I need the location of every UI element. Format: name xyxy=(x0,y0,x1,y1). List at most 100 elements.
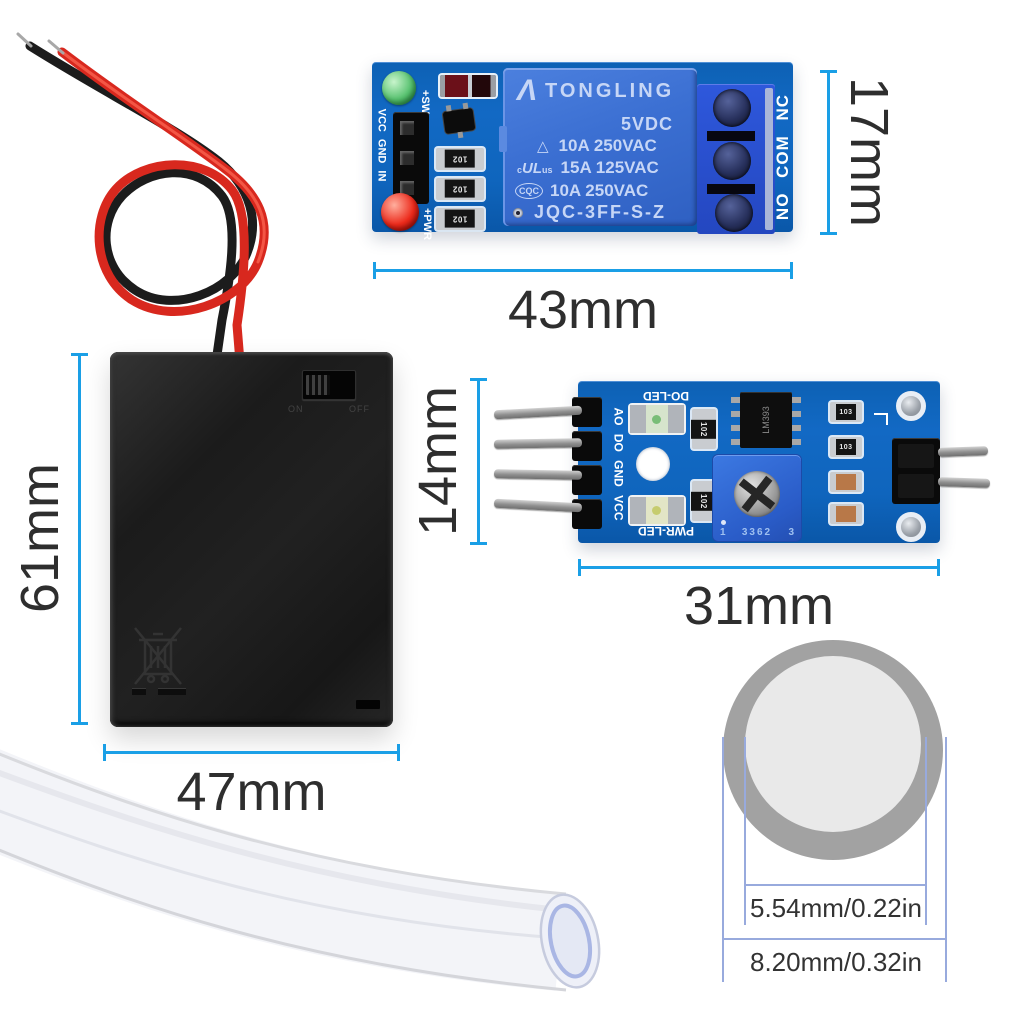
do-led xyxy=(630,405,684,433)
smd-resistor: 102 xyxy=(436,148,484,170)
red-wire xyxy=(57,47,269,367)
outer-diameter-extension-right xyxy=(945,737,947,982)
black-wire xyxy=(25,41,257,367)
sensor-width-dimension-line xyxy=(578,559,940,576)
terminal-screw[interactable] xyxy=(715,194,753,232)
case-slot xyxy=(356,700,380,709)
switch-on-label: ON xyxy=(288,404,304,414)
black-wire-tip xyxy=(16,32,33,48)
holder-width-label: 47mm xyxy=(176,762,327,822)
relay-model: JQC-3FF-S-Z xyxy=(534,202,666,222)
relay-rating-2: 15A 125VAC xyxy=(560,158,659,177)
smd-resistor: 102 xyxy=(436,208,484,230)
molded-mark xyxy=(158,688,186,695)
comparator-ic: LM393 xyxy=(731,392,801,448)
power-switch[interactable] xyxy=(302,370,356,400)
relay-pilot-hole xyxy=(513,208,523,218)
terminal-screw[interactable] xyxy=(713,89,751,127)
mounting-hole xyxy=(896,391,926,421)
status-led-green xyxy=(382,71,416,105)
relay-height-label: 17mm xyxy=(839,76,899,228)
switch-off-label: OFF xyxy=(349,404,370,414)
sensor-disc-inner xyxy=(745,656,921,832)
molded-mark xyxy=(132,688,146,695)
red-wire-tip xyxy=(47,39,65,55)
pot-pin1-label: 1 xyxy=(720,527,726,538)
input-pin-header xyxy=(393,112,429,204)
relay-width-label: 43mm xyxy=(507,280,659,340)
relay-rating3-row: CQC 10A 250VAC xyxy=(515,181,648,201)
power-led-red xyxy=(381,193,419,231)
tongling-logo-icon: Λ xyxy=(517,74,538,107)
outer-diameter-line xyxy=(722,938,947,940)
relay-pin-labels: VCC GND IN xyxy=(375,108,387,182)
pcb-hole xyxy=(636,447,670,481)
relay-rating1-row: △ 10A 250VAC xyxy=(537,136,657,156)
triangle-cert-icon: △ xyxy=(537,138,549,155)
relay-voltage-row: 5VDC xyxy=(621,114,673,135)
weee-crossed-bin-icon xyxy=(134,627,182,685)
relay-height-dimension-line xyxy=(820,70,837,235)
relay-brand-row: Λ TONGLING xyxy=(517,76,674,106)
pot-model-label: 3362 xyxy=(741,527,773,538)
silk-corner-mark xyxy=(874,413,888,425)
relay-voltage: 5VDC xyxy=(620,114,673,134)
screw-terminal-block xyxy=(697,84,775,234)
probe-pin-header xyxy=(892,438,940,504)
holder-height-label: 61mm xyxy=(10,462,70,614)
potentiometer-screw[interactable] xyxy=(734,471,780,517)
inner-diameter-line xyxy=(744,884,927,886)
smd-resistor: 103 xyxy=(830,402,862,422)
inner-diameter-extension-right xyxy=(925,737,927,925)
switch-labels: ON OFF xyxy=(288,404,370,414)
pwr-led xyxy=(630,497,684,524)
relay-side-notch xyxy=(499,126,507,152)
terminal-divider xyxy=(707,131,755,141)
tube-open-end xyxy=(539,893,601,989)
cqc-cert-icon: CQC xyxy=(515,183,543,199)
battery-holder: ON OFF xyxy=(110,352,393,727)
mounting-hole xyxy=(896,512,926,542)
smd-resistor: 102 xyxy=(436,178,484,200)
terminal-divider xyxy=(707,184,755,194)
ic-label: LM393 xyxy=(761,406,771,434)
smd-resistor: 102 xyxy=(691,409,717,449)
pot-pin3-label: 3 xyxy=(788,527,794,538)
pot-index-dot xyxy=(721,520,726,525)
sensor-width-label: 31mm xyxy=(683,576,835,636)
red-wire-highlight xyxy=(60,50,266,264)
sensor-module-pcb: DO-LED AO DO GND VCC PWR-LED 102 102 xyxy=(572,381,940,543)
diode xyxy=(440,75,496,97)
smd-capacitor xyxy=(830,472,862,492)
sensor-pin-labels: AO DO GND VCC xyxy=(611,407,626,521)
terminal-screw[interactable] xyxy=(713,142,751,180)
sensor-height-dimension-line xyxy=(470,378,487,545)
relay-model-row: JQC-3FF-S-Z xyxy=(503,202,697,223)
outer-diameter-extension-left xyxy=(722,737,724,982)
do-led-label: DO-LED xyxy=(643,389,689,403)
smd-capacitor xyxy=(830,504,862,524)
relay-component: Λ TONGLING 5VDC △ 10A 250VAC c UL us 15A… xyxy=(499,68,697,226)
tube-inner-diameter-label: 5.54mm/0.22in xyxy=(750,893,922,923)
smd-resistor: 103 xyxy=(830,437,862,457)
holder-height-dimension-line xyxy=(71,353,88,725)
tube-outer-diameter-label: 8.20mm/0.32in xyxy=(750,947,922,977)
relay-rating-1: 10A 250VAC xyxy=(558,136,657,155)
probe-pin xyxy=(937,477,991,488)
ul-cert-icon: c UL us xyxy=(517,159,553,177)
transistor xyxy=(442,102,476,139)
relay-rating2-row: c UL us 15A 125VAC xyxy=(517,158,659,178)
probe-pin xyxy=(937,446,989,457)
switch-slider[interactable] xyxy=(306,375,330,395)
holder-width-dimension-line xyxy=(103,744,400,761)
potentiometer[interactable]: 1 3362 3 xyxy=(712,454,802,542)
pwr-led-label: PWR-LED xyxy=(638,524,694,538)
sensor-height-label: 14mm xyxy=(408,385,468,537)
battery-wires xyxy=(16,32,269,367)
sensor-pin-header xyxy=(572,465,602,495)
relay-width-dimension-line xyxy=(373,262,793,279)
relay-brand: TONGLING xyxy=(545,79,675,102)
relay-rating-3: 10A 250VAC xyxy=(550,181,649,200)
relay-module-pcb: +SW VCC GND IN +PWR 102 102 102 xyxy=(372,62,793,240)
